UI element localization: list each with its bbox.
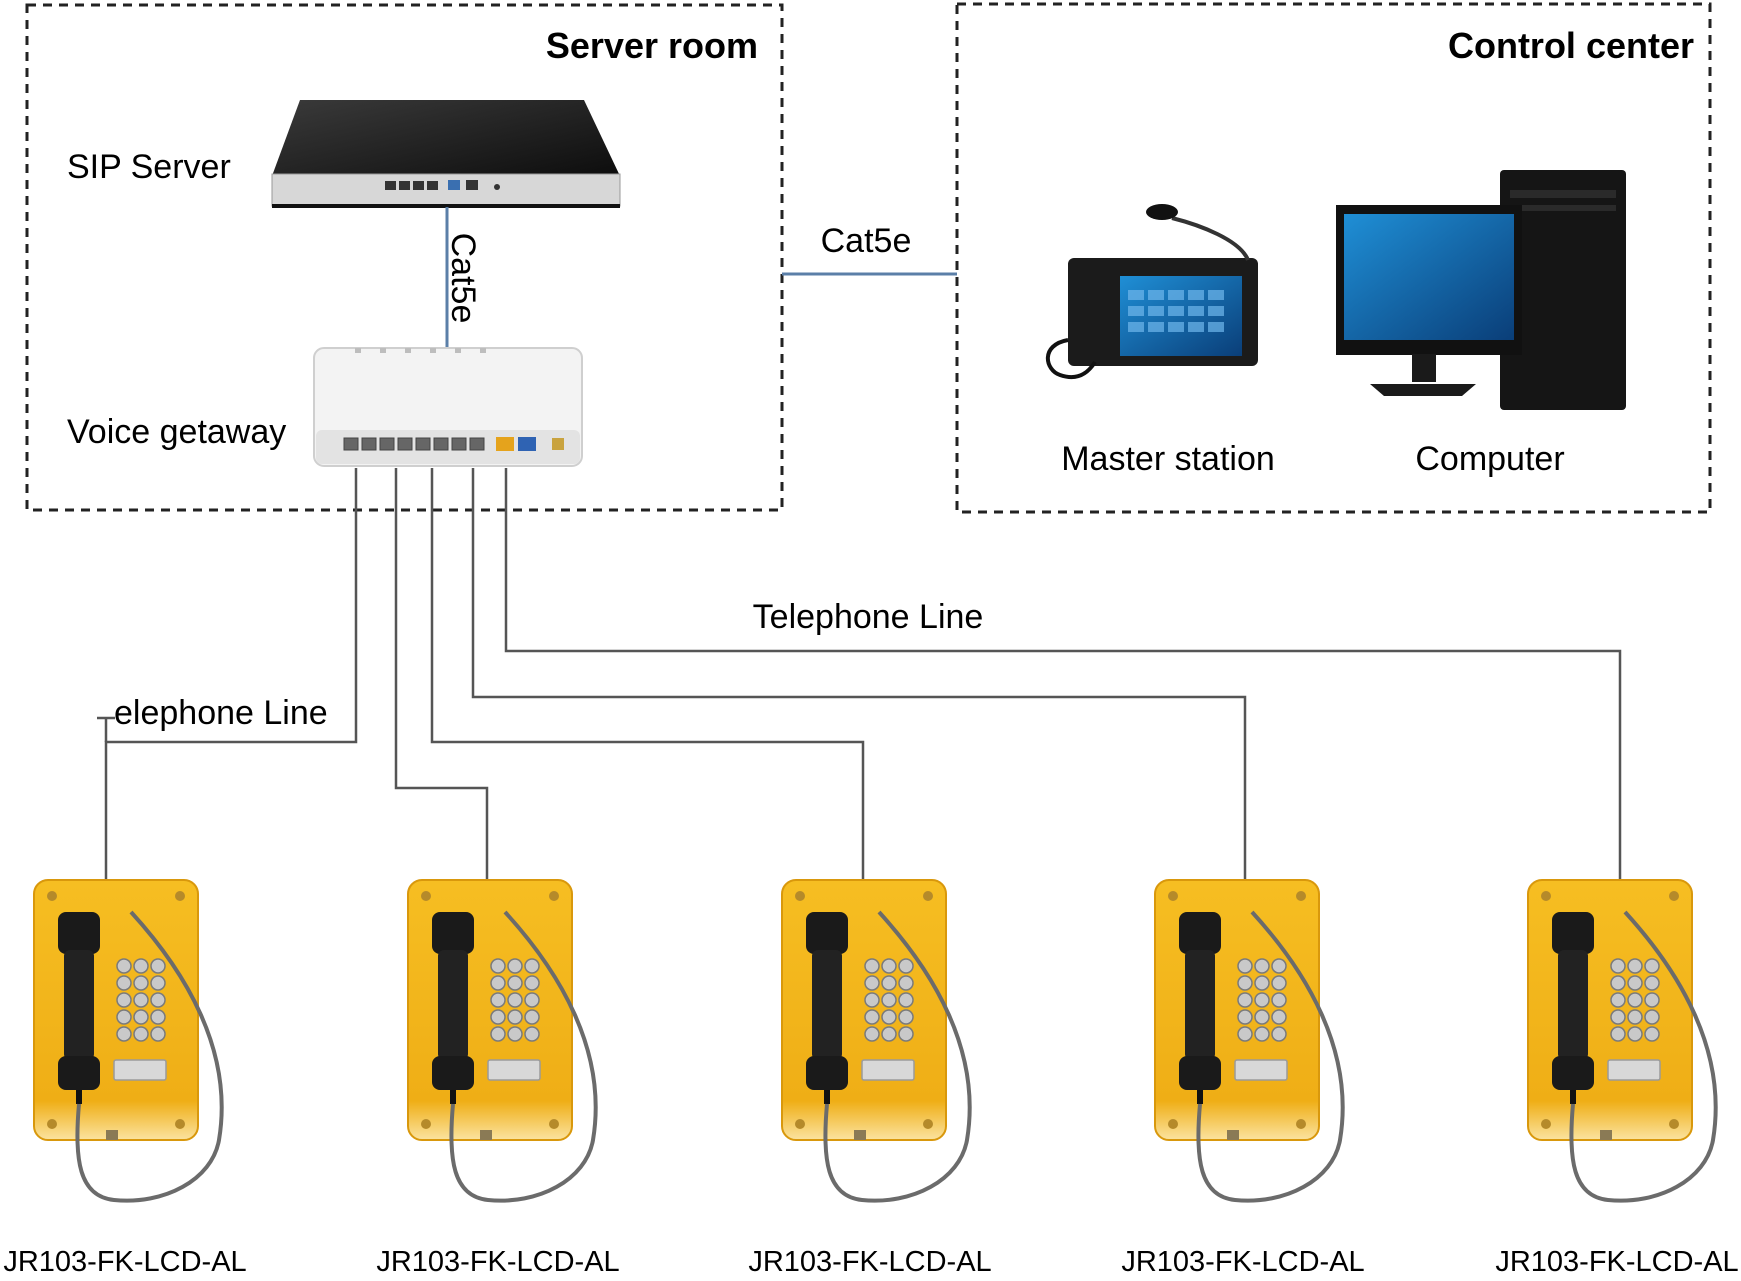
telephone-line-2	[394, 468, 489, 880]
inter-room-link-label: Cat5e	[821, 222, 912, 260]
control-center-title: Control center	[1448, 25, 1694, 66]
master-station-label: Master station	[1061, 440, 1275, 478]
voice-gateway-label: Voice getaway	[67, 413, 286, 451]
telephone-line-3	[430, 468, 865, 880]
telephone-1: JR103-FK-LCD-AL	[3, 880, 247, 1278]
telephone-icon	[34, 880, 222, 1201]
telephone-model-label: JR103-FK-LCD-AL	[748, 1246, 991, 1278]
telephone-line-5	[504, 468, 1622, 880]
telephone-line-label-main: Telephone Line	[753, 598, 984, 636]
server-room-box	[25, 3, 784, 512]
telephone-model-label: JR103-FK-LCD-AL	[1495, 1246, 1738, 1278]
telephone-icon	[1528, 880, 1716, 1201]
telephone-model-label: JR103-FK-LCD-AL	[3, 1246, 246, 1278]
telephone-4: JR103-FK-LCD-AL	[1121, 880, 1365, 1278]
telephone-icon	[1155, 880, 1343, 1201]
telephone-2: JR103-FK-LCD-AL	[376, 880, 620, 1278]
server-room-title: Server room	[546, 25, 758, 66]
telephone-3: JR103-FK-LCD-AL	[748, 880, 992, 1278]
telephone-lines	[97, 468, 1622, 880]
telephone-line-4	[471, 468, 1247, 880]
telephone-5: JR103-FK-LCD-AL	[1495, 880, 1739, 1278]
computer-icon	[1336, 170, 1626, 410]
telephone-model-label: JR103-FK-LCD-AL	[376, 1246, 619, 1278]
telephone-line-1	[104, 468, 358, 880]
control-center-box	[955, 2, 1712, 514]
telephone-model-label: JR103-FK-LCD-AL	[1121, 1246, 1364, 1278]
computer-label: Computer	[1415, 440, 1564, 478]
telephone-icon	[408, 880, 596, 1201]
server-gateway-link-label: Cat5e	[444, 233, 482, 324]
voice-gateway-icon	[313, 347, 583, 467]
telephone-icon	[782, 880, 970, 1201]
sip-server-icon	[271, 100, 621, 208]
sip-server-label: SIP Server	[67, 148, 231, 186]
master-station-icon	[1045, 204, 1258, 380]
telephone-line-label-left: elephone Line	[114, 694, 328, 732]
